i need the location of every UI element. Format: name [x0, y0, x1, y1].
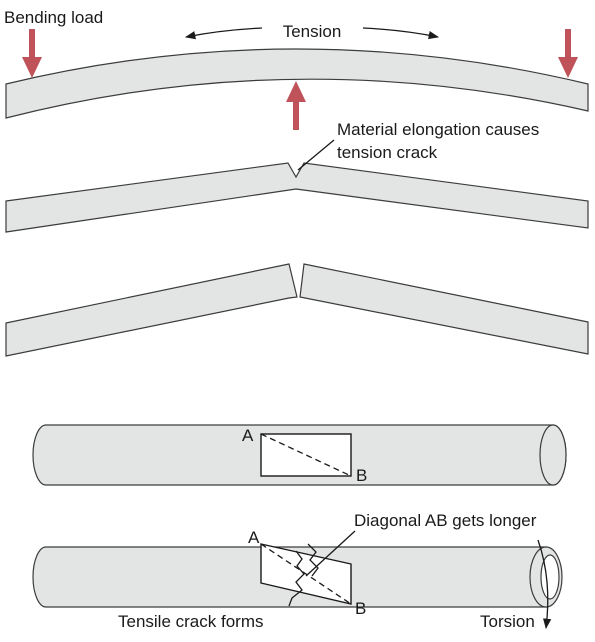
diagonal-ab-bottom [260, 543, 352, 605]
support-reaction-arrow [286, 81, 306, 130]
diagonal-label: Diagonal AB gets longer [354, 511, 537, 530]
tensile-crack-right [307, 543, 319, 577]
diagonal-ab-top [260, 433, 352, 477]
beam-crack-start [5, 162, 589, 233]
diagonal-leader-line [305, 530, 356, 577]
tension-arrow [184, 27, 440, 40]
point-a-top: A [242, 426, 254, 445]
elongation-label-line2: tension crack [337, 143, 438, 162]
tension-label: Tension [283, 22, 342, 41]
tensile-crack-left [288, 550, 305, 607]
torsion-label: Torsion [480, 612, 535, 631]
beam-bending [5, 48, 589, 119]
point-b-top: B [356, 466, 367, 485]
beam-fractured [5, 263, 589, 357]
bending-load-label: Bending load [4, 8, 103, 27]
crack-leader-line [297, 139, 335, 171]
bending-load-arrow-right [558, 29, 578, 78]
elongation-label-line1: Material elongation causes [337, 120, 539, 139]
bending-load-arrow-left [22, 29, 42, 78]
tensile-crack-label: Tensile crack forms [118, 612, 263, 631]
torsion-arrow [537, 539, 552, 630]
point-a-bottom: A [248, 528, 260, 547]
point-b-bottom: B [355, 599, 366, 618]
